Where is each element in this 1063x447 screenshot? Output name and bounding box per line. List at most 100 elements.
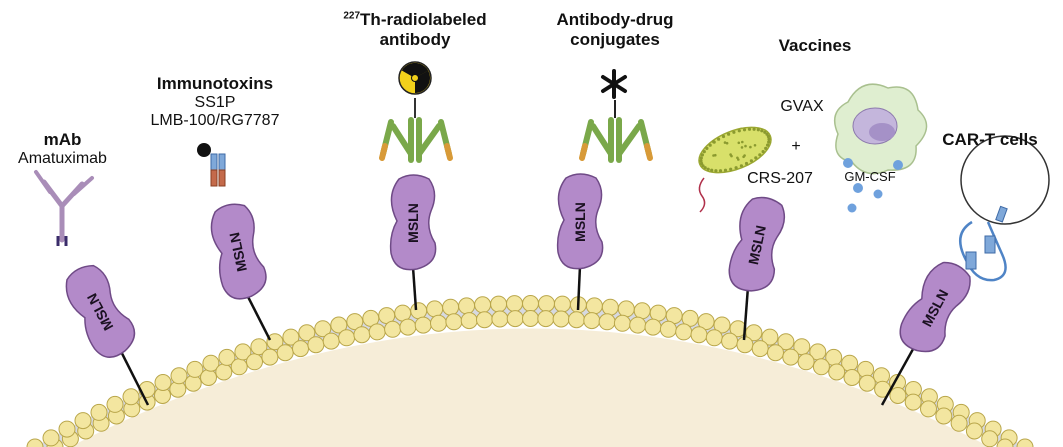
bacterium-pili (762, 150, 765, 153)
lipid-head (59, 421, 75, 437)
lipid-head (768, 345, 784, 361)
lipid-head (507, 311, 523, 327)
bacterium-pili (727, 133, 730, 136)
lipid-head (171, 368, 187, 384)
lipid-head (538, 311, 554, 327)
cart-label: CAR-T cells (920, 130, 1060, 150)
bacterium-pili (748, 128, 751, 131)
bacterium-pili (754, 156, 757, 159)
bacterium-texture (749, 146, 752, 149)
lipid-head (475, 297, 491, 313)
bacterium-pili (743, 128, 746, 131)
lipid-head (123, 389, 139, 405)
msln-protein-2: MSLN (206, 200, 270, 340)
adc-label: Antibody-drug conjugates (530, 10, 700, 49)
bacterium-pili (717, 138, 720, 141)
lipid-head (602, 299, 618, 315)
lipid-head (400, 319, 416, 335)
car-t-cell-icon (960, 136, 1049, 280)
bacterium-texture (754, 144, 757, 147)
lipid-head (554, 296, 570, 312)
lipid-head (459, 298, 475, 314)
msln-anchor (247, 295, 270, 340)
radiation-symbol-icon (399, 58, 435, 95)
lipid-head (262, 349, 278, 365)
bacterium-texture (738, 142, 741, 145)
msln-protein-4: MSLN (558, 174, 603, 310)
lipid-head (427, 301, 443, 317)
adc-title-line1: Antibody-drug (530, 10, 700, 30)
lipid-head (293, 341, 309, 357)
lipid-head (27, 439, 43, 447)
immunotoxins-title: Immunotoxins (120, 74, 310, 94)
mab-label: mAb Amatuximab (0, 130, 125, 168)
immunotoxins-agent-1: SS1P (120, 94, 310, 112)
bacterium-pili (760, 129, 763, 132)
lipid-head (905, 394, 921, 410)
radiolabeled-title-line2: antibody (310, 30, 520, 50)
bacterium-pili (701, 153, 704, 156)
lipid-head (813, 359, 829, 375)
lipid-head (676, 324, 692, 340)
bacterium-pili (735, 166, 738, 169)
lipid-head (584, 313, 600, 329)
lipid-head (660, 321, 676, 337)
immunotoxins-label: Immunotoxins SS1P LMB-100/RG7787 (120, 74, 310, 130)
bacterium-texture (744, 145, 747, 148)
bacterium-pili (732, 131, 735, 134)
lipid-head (586, 298, 602, 314)
crs-207-label: CRS-207 (740, 170, 820, 188)
bacterium-pili (724, 169, 727, 172)
lipid-head (706, 330, 722, 346)
bacterium-pili (714, 169, 717, 172)
bacterium-pili (709, 144, 712, 147)
mab-title: mAb (0, 130, 125, 150)
lipid-head (523, 296, 539, 312)
lipid-head (155, 375, 171, 391)
bacterium-pili (703, 150, 706, 153)
radiolabeled-isotope: 227 (343, 10, 360, 21)
plus-sign: + (786, 138, 806, 156)
lipid-head (829, 364, 845, 380)
lipid-head (752, 341, 768, 357)
lipid-head (75, 413, 91, 429)
lipid-head (553, 311, 569, 327)
bacterium-texture (730, 155, 733, 158)
bacterium-pili (757, 128, 760, 131)
gvax-cell-icon (835, 84, 927, 212)
bacterium-texture (736, 157, 739, 160)
lipid-head (921, 401, 937, 417)
cell-interior (70, 329, 990, 447)
lipid-head (369, 324, 385, 340)
lipid-head (569, 312, 585, 328)
bacterium-pili (745, 162, 748, 165)
bacterium-pili (738, 129, 741, 132)
bacterium-texture (741, 141, 744, 144)
bacterium-texture (741, 146, 744, 149)
lipid-head (539, 296, 555, 312)
msln-protein-5: MSLN (725, 193, 789, 340)
lipid-head (231, 359, 247, 375)
lipid-head (966, 423, 982, 439)
lipid-head (691, 327, 707, 343)
radiolabeled-label: 227Th-radiolabeled antibody (310, 10, 520, 49)
gvax-label: GVAX (772, 98, 832, 116)
lipid-head (951, 415, 967, 431)
bacterium-texture (742, 156, 745, 159)
lipid-head (844, 370, 860, 386)
bacterium-pili (753, 128, 756, 131)
lipid-head (859, 375, 875, 391)
lipid-head (507, 296, 523, 312)
bacterium-texture (726, 142, 729, 145)
lipid-head (614, 315, 630, 331)
lipid-head (107, 396, 123, 412)
bacterium-pili (705, 147, 708, 150)
mab-agent: Amatuximab (0, 150, 125, 168)
lipid-head (446, 314, 462, 330)
bacterium-pili (722, 135, 725, 138)
bacterium-texture (714, 154, 717, 157)
lipid-head (630, 317, 646, 333)
bacterium-pili (740, 164, 743, 167)
